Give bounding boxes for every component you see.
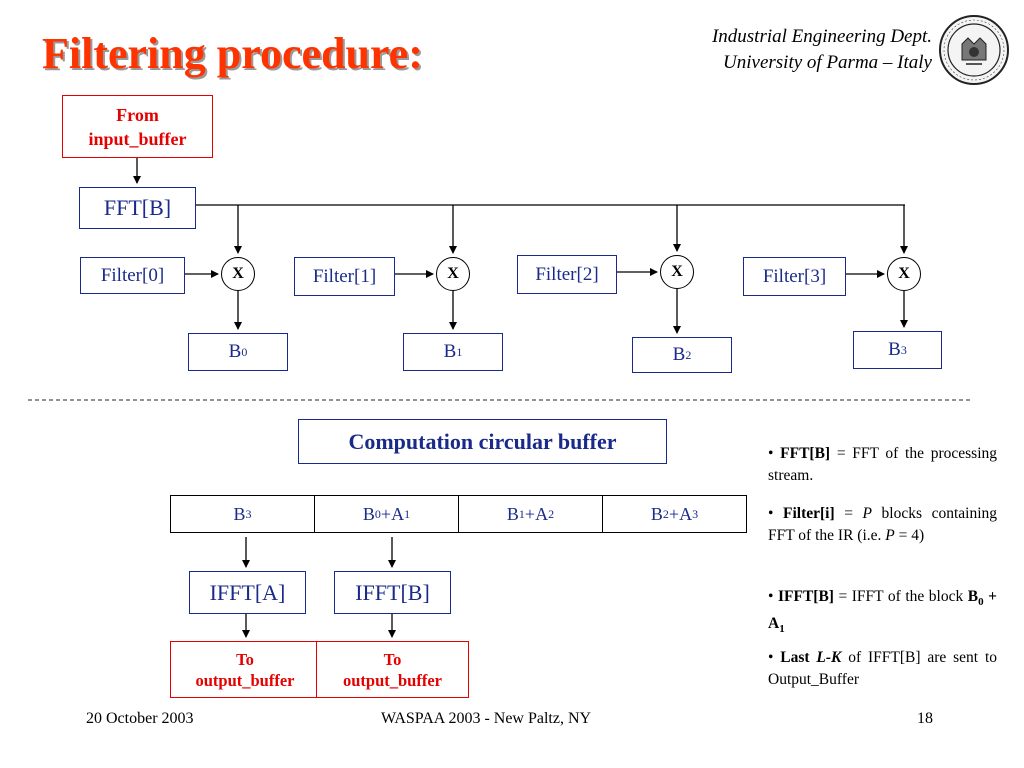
buffer-cell-text: +A: [380, 503, 405, 524]
ifft-a-box: IFFT[A]: [189, 571, 306, 614]
destination-output-buffer-a: To output_buffer: [170, 641, 320, 698]
bullet-fft: • FFT[B] = FFT of the processing stream.: [768, 445, 997, 484]
footer-page-number: 18: [917, 710, 933, 727]
output-b1-base: B: [443, 341, 457, 362]
output-b0-sub: 0: [241, 344, 248, 359]
source-input-buffer-box: From input_buffer: [62, 95, 213, 158]
fft-box: FFT[B]: [79, 187, 196, 229]
buffer-cell-subscript: 0: [374, 506, 381, 521]
buffer-cell-subscript: 3: [245, 506, 252, 521]
buffer-cell-text: B: [362, 503, 375, 524]
buffer-cell-text: +A: [668, 503, 693, 524]
source-label-line1: From: [116, 104, 159, 125]
output-b2-sub: 2: [685, 347, 692, 362]
buffer-cell-text: B: [233, 503, 246, 524]
dest-a-line2: output_buffer: [195, 670, 295, 690]
output-b3-base: B: [888, 339, 901, 360]
bullet-last: • Last L-K of IFFT[B] are sent to Output…: [768, 649, 997, 688]
bullet-last-term: Last: [780, 649, 817, 666]
buffer-title-box: Computation circular buffer: [298, 419, 667, 464]
bullet-ifft-term: IFFT[B]: [777, 588, 834, 605]
multiply-node-3: X: [887, 257, 921, 291]
output-b2-base: B: [672, 344, 686, 365]
dept-name: Industrial Engineering Dept.: [711, 26, 932, 47]
output-b3-sub: 3: [900, 342, 907, 357]
buffer-cell-subscript: 2: [662, 506, 669, 521]
destination-output-buffer-b: To output_buffer: [316, 641, 469, 698]
multiply-node-0: X: [221, 257, 255, 291]
filter-box-0: Filter[0]: [80, 257, 185, 294]
buffer-cell-subscript: 2: [548, 506, 555, 521]
filter-box-1: Filter[1]: [294, 257, 395, 296]
buffer-cell-subscript: 1: [404, 506, 411, 521]
output-b0-base: B: [228, 341, 242, 362]
bullet-ifft: • IFFT[B] = IFFT of the block B0 + A1: [768, 588, 997, 636]
multiply-node-1: X: [436, 257, 470, 291]
university-seal-icon: [939, 15, 1009, 85]
bullet-filter-term: Filter[i]: [783, 505, 835, 522]
slide-title: Filtering procedure:: [42, 29, 423, 78]
university-name: University of Parma – Italy: [723, 52, 932, 73]
buffer-cell-subscript: 3: [692, 506, 699, 521]
source-label-line2: input_buffer: [88, 128, 187, 149]
bullet-fft-term: FFT[B]: [780, 445, 831, 462]
filter-box-2: Filter[2]: [517, 255, 617, 294]
footer-date: 20 October 2003: [86, 710, 194, 727]
output-b1-sub: 1: [456, 344, 463, 359]
ifft-b-box: IFFT[B]: [334, 571, 451, 614]
buffer-cell-text: +A: [524, 503, 549, 524]
buffer-cell-text: B: [650, 503, 663, 524]
dest-a-line1: To: [236, 649, 254, 669]
footer-event: WASPAA 2003 - New Paltz, NY: [381, 710, 592, 727]
bullet-filter: • Filter[i] = P blocks containing FFT of…: [768, 505, 997, 544]
dest-b-line1: To: [383, 649, 402, 669]
header-affiliation: Industrial Engineering Dept. University …: [600, 24, 932, 76]
dest-b-line2: output_buffer: [342, 670, 442, 690]
buffer-cell-subscript: 1: [518, 506, 525, 521]
multiply-node-2: X: [660, 255, 694, 289]
filter-box-3: Filter[3]: [743, 257, 846, 296]
buffer-cell-text: B: [506, 503, 519, 524]
